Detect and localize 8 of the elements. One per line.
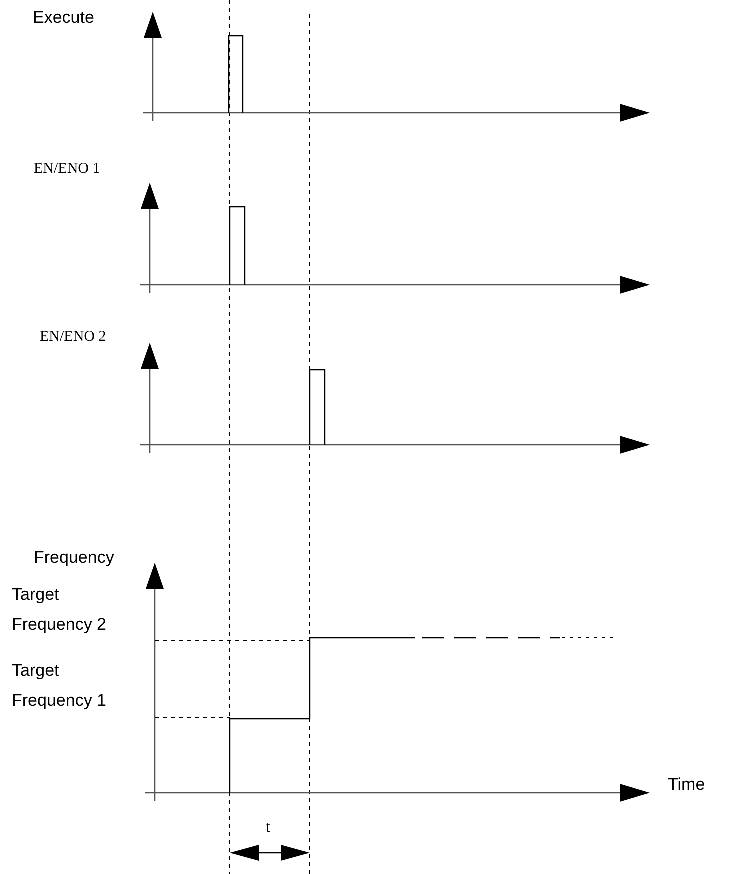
axis-label: Frequency — [34, 547, 116, 569]
axis-label: Time — [668, 774, 706, 796]
signal-label: Execute — [33, 7, 96, 29]
level-label: Target Frequency 1 — [12, 660, 108, 712]
dimension-label: t — [266, 818, 272, 838]
level-label: Target Frequency 2 — [12, 584, 108, 636]
signal-label: EN/ENO 1 — [34, 160, 102, 179]
signal-label: EN/ENO 2 — [40, 328, 108, 347]
